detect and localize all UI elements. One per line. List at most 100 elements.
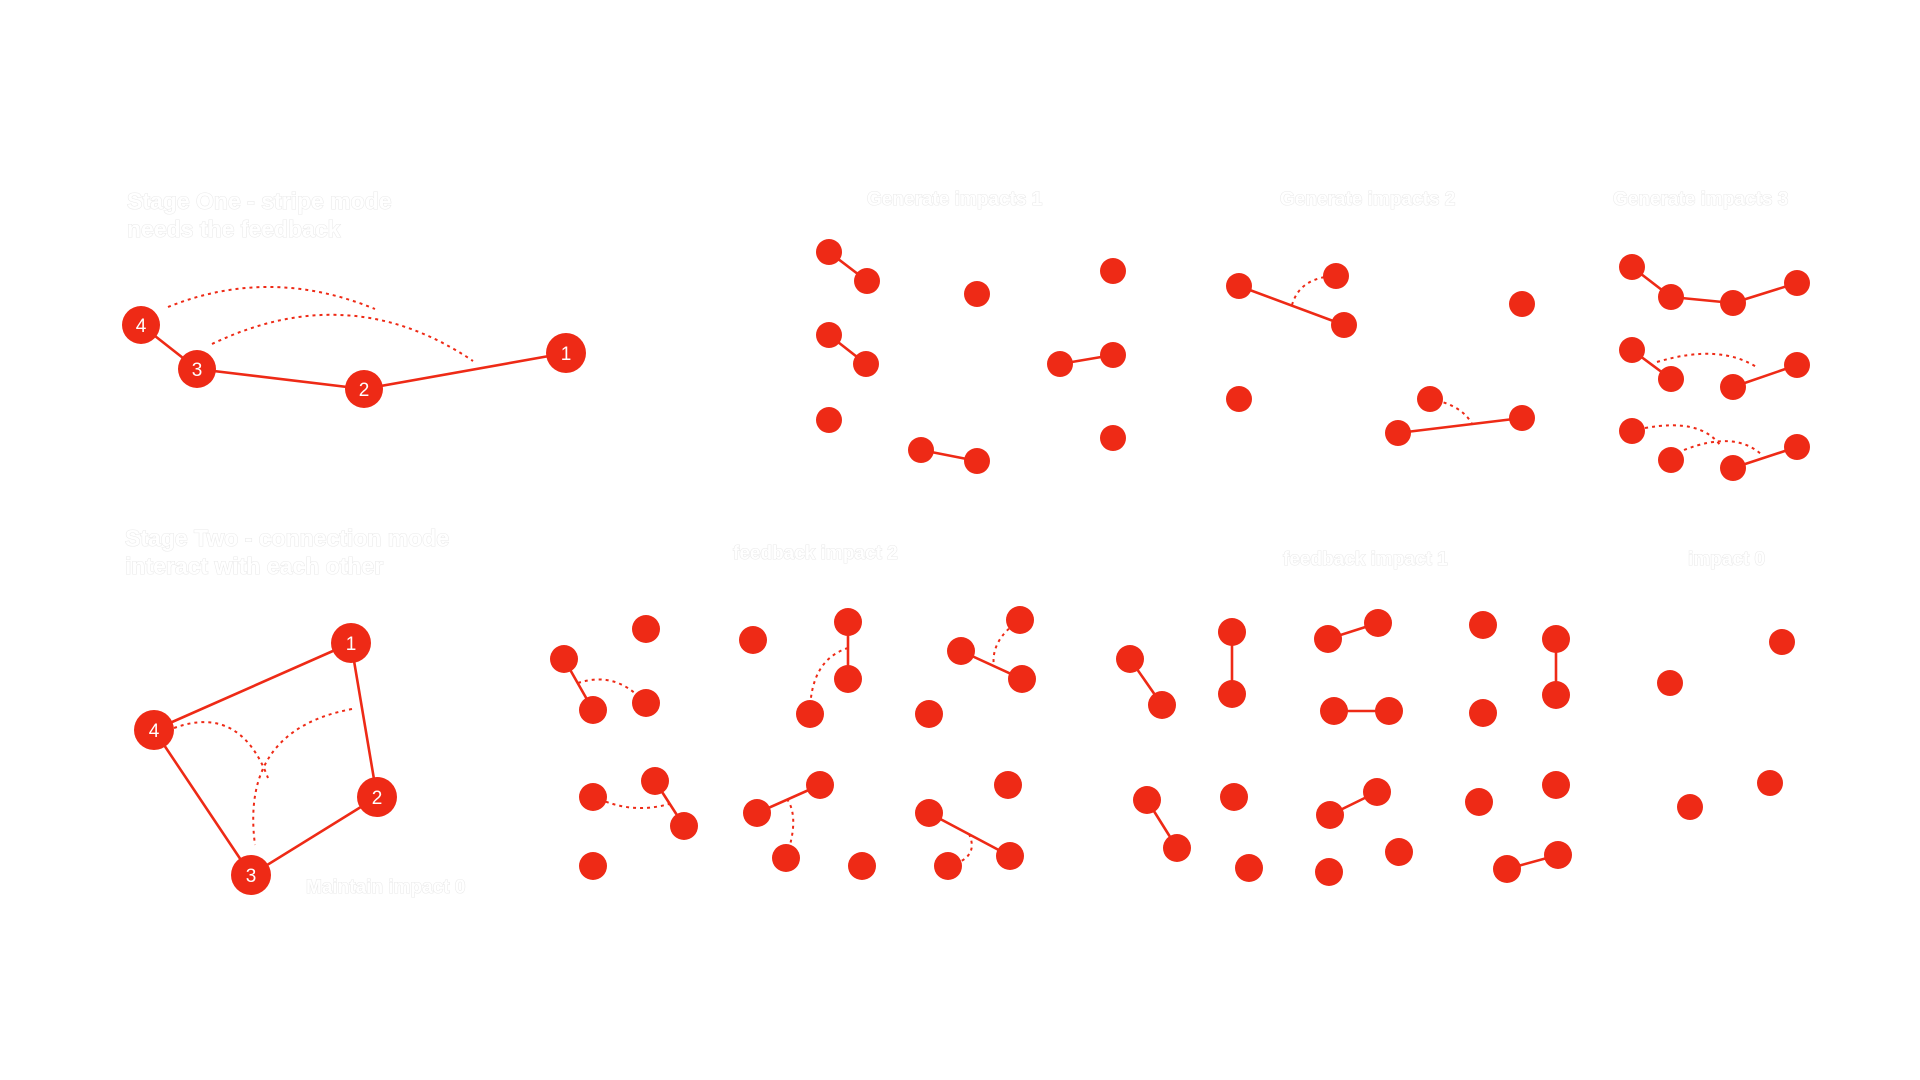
link-3-2 — [195, 367, 366, 391]
stage-one-node-1: 1 — [546, 333, 586, 373]
link-4-3 — [152, 728, 253, 877]
impact-dot — [1226, 386, 1252, 412]
stage-two-dashed-arc-b — [252, 708, 353, 846]
generate-impacts-2-cluster — [1226, 263, 1535, 446]
impact-dot — [1314, 625, 1342, 653]
svg-text:4: 4 — [136, 316, 147, 337]
impact-dot — [1385, 420, 1411, 446]
feedback-impact-2-label: feedback impact 2 — [733, 543, 898, 564]
impact-dot — [1658, 447, 1684, 473]
impact-dot — [1619, 337, 1645, 363]
impact-dot — [1720, 290, 1746, 316]
impact-dot — [996, 842, 1024, 870]
impact-dot — [1784, 434, 1810, 460]
link-2-1 — [362, 351, 568, 391]
impact-dot — [1315, 858, 1343, 886]
impact-dot — [994, 771, 1022, 799]
impact-dot — [579, 852, 607, 880]
impact-dot — [1542, 771, 1570, 799]
svg-text:2: 2 — [372, 788, 383, 809]
impact-dot — [1417, 386, 1443, 412]
labels: Stage One - stripe mode needs the feedba… — [124, 187, 1788, 898]
impact-dot — [806, 771, 834, 799]
impact-dot — [1100, 342, 1126, 368]
stage-one-diagram: 4 3 2 1 — [122, 286, 586, 408]
svg-text:4: 4 — [149, 721, 160, 742]
impact-dot — [1375, 697, 1403, 725]
impact-dot — [1542, 681, 1570, 709]
svg-text:1: 1 — [346, 634, 357, 655]
stage-two-node-3: 3 — [231, 855, 271, 895]
impact-dot — [816, 407, 842, 433]
impact-dot — [1658, 366, 1684, 392]
stage-two-node-2: 2 — [357, 777, 397, 817]
impact-dot — [796, 700, 824, 728]
impact-dot — [964, 448, 990, 474]
impact-dot — [915, 799, 943, 827]
impact-dot — [964, 281, 990, 307]
impact-dot — [670, 812, 698, 840]
impact-dot — [1720, 455, 1746, 481]
impact-dot — [1320, 697, 1348, 725]
impact-dot — [1757, 770, 1783, 796]
impact-dot — [1469, 699, 1497, 727]
impact-dot — [908, 437, 934, 463]
generate-impacts-2-label: Generate impacts 2 — [1280, 189, 1455, 210]
impact-dot — [848, 852, 876, 880]
generate-impacts-3-label: Generate impacts 3 — [1613, 189, 1788, 210]
stage-one-node-2: 2 — [345, 370, 383, 408]
impact-dot — [947, 637, 975, 665]
impact-dot — [1116, 645, 1144, 673]
impact-dot — [1784, 270, 1810, 296]
maintain-impact-0-label: Maintain impact 0 — [306, 877, 465, 898]
generate-impacts-3-cluster — [1619, 254, 1810, 481]
impact-dot — [1008, 665, 1036, 693]
stage-two-node-1: 1 — [331, 623, 371, 663]
impact-dot — [816, 239, 842, 265]
impact-dot — [1220, 783, 1248, 811]
impact-dot — [1469, 611, 1497, 639]
impact-dot — [1657, 670, 1683, 696]
impact-0-label: impact 0 — [1688, 549, 1765, 570]
svg-text:3: 3 — [192, 360, 203, 381]
feedback-impact-2-cluster — [550, 606, 1036, 880]
impact-dot — [853, 351, 879, 377]
impact-dot — [1493, 855, 1521, 883]
stage-one-subtitle: needs the feedback — [127, 216, 341, 242]
impact-dot — [1133, 786, 1161, 814]
svg-text:2: 2 — [359, 380, 370, 401]
stage-two-title: Stage Two - connection mode — [125, 525, 449, 551]
generate-impacts-1-cluster — [816, 239, 1126, 474]
impact-dot — [550, 645, 578, 673]
svg-text:1: 1 — [561, 344, 572, 365]
impact-dot — [1331, 312, 1357, 338]
impact-dot — [1163, 834, 1191, 862]
link-2-3 — [249, 795, 379, 877]
impact-dot — [739, 626, 767, 654]
impact-dot — [915, 700, 943, 728]
impact-dot — [579, 783, 607, 811]
link-1-4 — [152, 641, 353, 732]
feedback-impact-1-label: feedback impact 1 — [1283, 549, 1448, 570]
impact-dot — [632, 689, 660, 717]
impact-dot — [1218, 618, 1246, 646]
link-1-2 — [349, 641, 379, 799]
impact-dot — [1148, 691, 1176, 719]
impact-dot — [934, 852, 962, 880]
impact-dot — [579, 696, 607, 724]
impact-dot — [1006, 606, 1034, 634]
stage-one-node-4: 4 — [122, 306, 160, 344]
stage-one-dashed-arc-a — [167, 286, 376, 310]
impact-dot — [632, 615, 660, 643]
impact-dot — [641, 767, 669, 795]
impact-dot — [1316, 801, 1344, 829]
impact-dot — [1100, 258, 1126, 284]
impact-dot — [1509, 291, 1535, 317]
impact-dot — [1619, 418, 1645, 444]
stage-two-dashed-arc-a — [173, 721, 269, 779]
impact-dot — [1619, 254, 1645, 280]
svg-text:3: 3 — [246, 866, 257, 887]
impact-dot — [1769, 629, 1795, 655]
impact-0-cluster — [1657, 629, 1795, 820]
stage-two-diagram: 1 4 2 3 — [134, 623, 397, 895]
